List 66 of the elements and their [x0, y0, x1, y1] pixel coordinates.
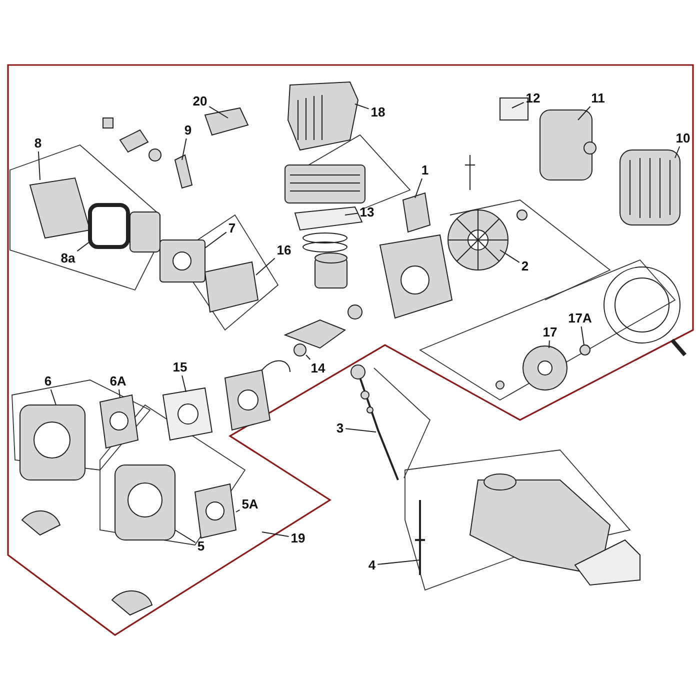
leader-line: [182, 375, 186, 392]
leader-line: [512, 102, 524, 108]
callout-number: 9: [183, 122, 193, 138]
air-filter-drawing: [29, 177, 160, 252]
leader-line: [345, 428, 376, 432]
leader-line: [548, 340, 550, 348]
callout-number: 2: [520, 258, 530, 274]
leader-line: [236, 509, 240, 512]
leader-line: [38, 151, 40, 180]
leader-line: [344, 212, 358, 216]
leader-line: [414, 178, 422, 198]
pulley-drawing: [99, 394, 139, 449]
muffler-cover-drawing: [584, 142, 680, 226]
leader-line: [76, 240, 92, 252]
callout-number: 5: [196, 538, 206, 554]
spark-plug-drawing: [174, 154, 193, 189]
callout-number: 6: [43, 374, 53, 388]
carburetor-drawing: [160, 240, 206, 282]
leader-line: [580, 326, 584, 346]
callout-number: 3: [335, 420, 345, 436]
flywheel-drawing: [448, 210, 528, 270]
leader-line: [377, 560, 420, 565]
callout-number: 12: [524, 90, 542, 106]
leader-line: [204, 232, 227, 248]
starter-drawing: [20, 404, 86, 480]
leader-line: [262, 532, 290, 537]
leader-line: [578, 106, 591, 120]
callout-number: 13: [358, 204, 376, 220]
callout-number: 1: [420, 162, 430, 178]
callout-number: 10: [674, 130, 692, 146]
callout-number: 6A: [108, 374, 128, 388]
callout-number: 18: [370, 104, 386, 120]
leader-line: [256, 258, 276, 276]
callout-number: 17: [542, 324, 558, 340]
callout-number: 14: [310, 360, 326, 376]
gasket-plate-drawing: [162, 387, 213, 441]
fuel-pickup-drawing: [414, 499, 426, 576]
fuel-line-drawing: [350, 364, 399, 480]
callout-number: 8a: [60, 250, 76, 266]
callout-number: 11: [590, 90, 606, 106]
leader-line: [306, 354, 311, 360]
cover-drawing: [288, 81, 359, 151]
leader-line: [174, 530, 196, 544]
leader-line: [50, 389, 56, 406]
leader-line: [118, 389, 120, 398]
callout-number: 4: [367, 558, 377, 572]
reed-plate-drawing: [402, 192, 431, 233]
leader-line: [208, 106, 228, 118]
callout-number: 20: [192, 94, 208, 108]
leader-line: [674, 146, 680, 158]
callout-number: 17A: [567, 310, 593, 326]
callout-number: 7: [227, 220, 237, 236]
clutch-drawing: [496, 344, 590, 390]
leader-line: [500, 250, 520, 263]
bracket-drawing: [204, 107, 249, 136]
callout-number: 8: [33, 136, 43, 150]
callout-number: 15: [172, 360, 188, 374]
leader-line: [182, 138, 187, 160]
crankshaft-drawing: [284, 304, 362, 356]
pulley-drawing: [194, 483, 237, 539]
starter-drawing: [114, 464, 176, 540]
callout-number: 19: [290, 530, 306, 546]
leader-line: [354, 104, 370, 110]
callout-number: 16: [276, 242, 292, 258]
insulator-drawing: [204, 261, 259, 313]
callout-number: 5A: [240, 496, 260, 512]
